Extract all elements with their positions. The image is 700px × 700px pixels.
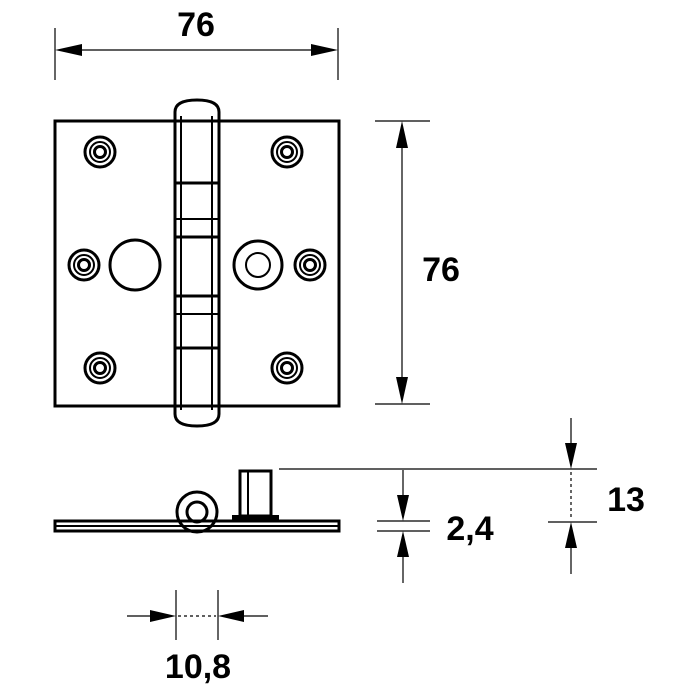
pin-side	[238, 469, 273, 518]
screw-hole	[83, 351, 117, 385]
screw-hole	[270, 135, 304, 169]
arrowhead	[565, 443, 577, 469]
dimension-pin-height: 13	[279, 418, 645, 574]
screw-hole	[67, 248, 101, 282]
knuckle-segment	[173, 294, 221, 350]
arrowhead	[218, 610, 244, 622]
width-top-label: 76	[177, 6, 215, 44]
screw-hole	[83, 135, 117, 169]
knuckle-diameter-label: 10,8	[165, 648, 231, 686]
knuckle-segment	[173, 181, 221, 239]
pin-height-label: 13	[607, 481, 645, 519]
height-right-label: 76	[422, 251, 460, 289]
hinge-knuckle	[173, 98, 221, 428]
dimension-knuckle-diameter: 10,8	[127, 590, 268, 686]
arrowhead	[396, 121, 408, 148]
arrowhead	[397, 531, 409, 557]
arrowhead	[311, 44, 338, 56]
arrowhead	[55, 44, 82, 56]
arrowhead	[396, 377, 408, 404]
dimension-width-top: 76	[54, 6, 339, 80]
arrowhead	[565, 522, 577, 548]
knuckle-side	[175, 490, 219, 534]
arrowhead	[397, 495, 409, 521]
screw-hole	[270, 351, 304, 385]
screw-hole	[293, 248, 327, 282]
hinge-side-view	[53, 469, 341, 534]
dimension-height-right: 76	[375, 120, 460, 405]
hinge-front-view	[53, 98, 341, 428]
leaf-thickness-label: 2,4	[446, 510, 493, 548]
pin-boss	[232, 239, 284, 291]
arrowhead	[150, 610, 176, 622]
dimension-leaf-thickness: 2,4	[377, 470, 494, 583]
pin-hole	[108, 238, 162, 292]
pin-base	[232, 515, 279, 522]
